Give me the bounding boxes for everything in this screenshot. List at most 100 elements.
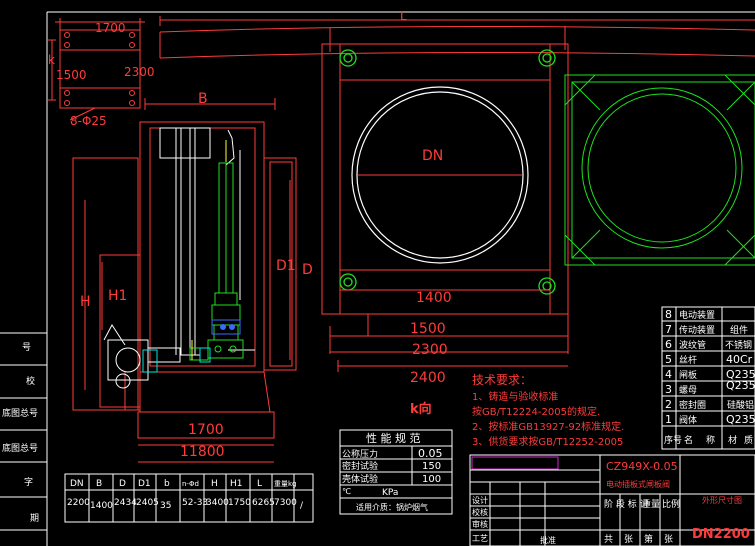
dim-11800: 11800 (180, 444, 225, 460)
spec-v-extra: / (300, 501, 304, 511)
spec-h-nd: n-Φd (182, 480, 199, 488)
perf-label-0: 公称压力 (342, 448, 378, 460)
part-extra-2: 硅酸铝 (727, 399, 754, 411)
perf-medium: 适用介质：锅炉烟气 (356, 502, 428, 512)
spec-v-h1: 1750 (228, 498, 251, 508)
left-label-1: 校 (26, 375, 35, 387)
dim-2300-top: 2300 (124, 65, 155, 79)
part-name-4: 闸板 (679, 369, 697, 381)
part-extra-4: Q235 (726, 368, 755, 381)
parts-footer-1: 名 (684, 434, 693, 446)
spec-v-h: 3400 (206, 498, 229, 508)
screw-stem (189, 162, 244, 361)
part-no-5: 5 (665, 353, 672, 366)
tb-stage: 阶 段 标 记 (604, 498, 649, 510)
left-label-0: 号 (22, 342, 31, 353)
perf-label-2: 壳体试验 (342, 473, 378, 485)
part-name-5: 丝杆 (679, 354, 697, 366)
tb-size: DN2200 (692, 527, 750, 542)
internal-components (103, 127, 255, 389)
parts-footer-3: 材 (728, 434, 737, 446)
spec-h-h1: H1 (230, 479, 243, 489)
dim-2400: 2400 (410, 370, 446, 386)
spec-h-weight: 重量kg (274, 480, 297, 488)
perf-label-3: ℃ (342, 487, 351, 496)
top-beam (159, 16, 755, 59)
performance-table (339, 429, 453, 515)
tech-line-0: 1、铸造与验收标准 (472, 390, 558, 403)
perf-unit: KPa (382, 488, 398, 498)
tb-weight: 重量 (642, 498, 660, 510)
spec-h-d: D (119, 479, 126, 489)
specs-table (64, 473, 314, 523)
part-name-6: 波纹管 (679, 339, 706, 351)
part-no-2: 2 (665, 398, 672, 411)
part-no-4: 4 (665, 368, 672, 381)
front-view-frame (321, 43, 569, 354)
tech-line-1: 按GB/T12224-2005的规定. (472, 405, 600, 418)
left-label-4: 字 (24, 476, 33, 488)
spec-v-weight: 7300 (274, 498, 297, 508)
tb-sheets-0: 共 (604, 534, 613, 545)
tb-row-0: 设计 (472, 495, 488, 505)
motor-unit (142, 347, 211, 373)
dim-L: L (400, 9, 407, 23)
spec-h-l: L (257, 479, 262, 489)
front-dim-lines (337, 289, 568, 372)
tb-row-2: 审核 (472, 519, 488, 529)
spec-h-h: H (211, 479, 218, 489)
dim-1500-bottom: 1500 (410, 321, 446, 337)
stem-details (211, 319, 241, 335)
spec-v-d: 2434 (114, 498, 137, 508)
tb-row-1: 校核 (472, 507, 488, 517)
part-name-1: 阀体 (679, 414, 697, 426)
part-extra-5: 40Cr (726, 353, 753, 366)
left-label-5: 期 (30, 513, 39, 524)
side-view-gate (564, 74, 755, 266)
dim-holes: 8-Φ25 (70, 114, 107, 128)
left-label-table (0, 332, 47, 531)
part-extra-6: 不锈钢 (725, 339, 752, 351)
part-name-2: 密封圈 (679, 399, 706, 411)
part-no-1: 1 (665, 413, 672, 426)
tech-line-3: 3、供货要求按GB/T12252-2005 (472, 435, 623, 448)
drawing-frame (46, 11, 755, 546)
dim-B: B (198, 91, 208, 107)
dim-k-left: k (48, 53, 55, 67)
perf-title: 性 能 规 范 (366, 431, 421, 445)
parts-footer-2: 称 (706, 434, 715, 446)
part-name-7: 传动装置 (679, 324, 715, 336)
left-label-3: 底图总号 (2, 442, 38, 454)
dim-1400: 1400 (416, 290, 452, 306)
dim-1700-top: 1700 (95, 21, 126, 35)
spec-v-l: 6265 (252, 498, 275, 508)
part-no-3: 3 (665, 383, 672, 396)
stem-highlight (191, 140, 227, 360)
part-extra-1: Q235 (726, 413, 755, 426)
spec-h-d1: D1 (138, 479, 151, 489)
title-block-highlight (471, 456, 559, 470)
parts-list-table (661, 306, 755, 450)
dim-D1: D1 (276, 258, 296, 274)
tb-scale: 比例 (662, 498, 680, 510)
dn-bore (351, 86, 529, 264)
parts-footer-0: 序号 (664, 434, 682, 446)
dim-DN: DN (422, 148, 443, 164)
spec-v-b: 1400 (90, 501, 113, 511)
part-extra-7: 组件 (730, 324, 748, 336)
spec-h-b: B (96, 479, 102, 489)
part-no-6: 6 (665, 338, 672, 351)
tb-model: CZ949X-0.05 (606, 460, 678, 473)
tech-requirements: 技术要求： 1、铸造与验收标准 按GB/T12224-2005的规定. 2、按标… (472, 373, 624, 448)
tb-row-3: 工艺 (472, 534, 488, 543)
dim-1500: 1500 (56, 68, 87, 82)
spec-v-dn: 2200 (67, 498, 90, 508)
tb-desc: 电动插板式闸板阀 (606, 479, 670, 489)
spec-v-d1: 2405 (136, 498, 159, 508)
view-label-k: k向 (410, 401, 432, 417)
spec-v-nd: 52-33 (182, 498, 208, 508)
lifting-lugs (339, 49, 556, 295)
perf-value-0: 0.05 (418, 447, 443, 460)
